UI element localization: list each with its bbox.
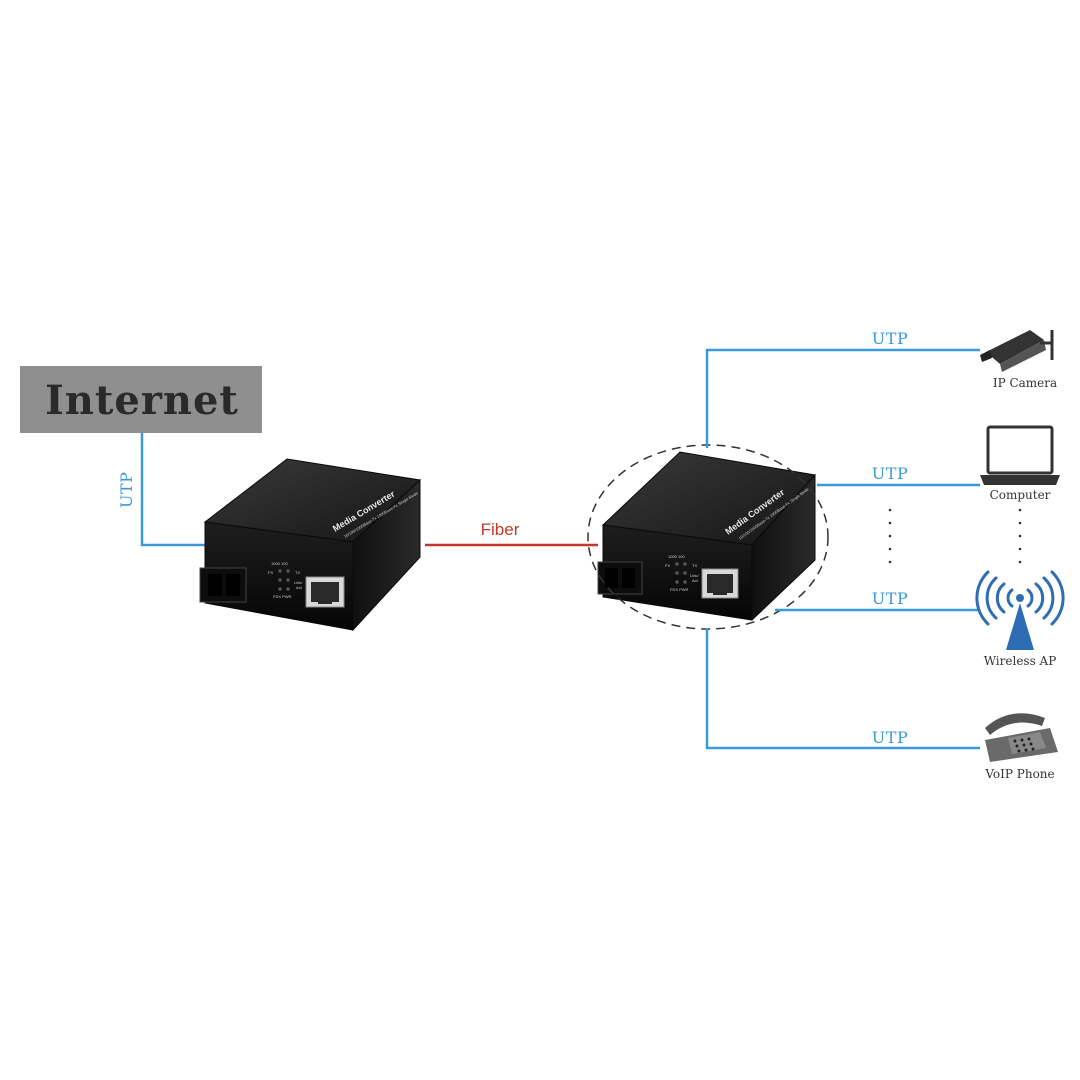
utp-label-camera: UTP bbox=[872, 329, 908, 348]
internet-box bbox=[20, 366, 262, 433]
led-header: 1000 100 bbox=[271, 561, 288, 566]
utp-label-ap: UTP bbox=[872, 589, 908, 608]
led-light bbox=[675, 562, 679, 566]
media-converter-right: Media Converter 10/100/1000Base-Tx 1000B… bbox=[597, 451, 816, 622]
computer-label: Computer bbox=[990, 488, 1051, 502]
wireless-ap-label: Wireless AP bbox=[984, 654, 1057, 668]
sc-fiber-port[interactable] bbox=[597, 561, 643, 595]
sc-port-hole-1 bbox=[208, 574, 222, 596]
rj45-socket bbox=[311, 582, 339, 602]
ap-antenna-icon bbox=[1006, 603, 1034, 650]
rj45-latch bbox=[318, 599, 332, 604]
voip-phone-icon bbox=[985, 713, 1058, 762]
led-light bbox=[278, 578, 282, 582]
led-light bbox=[683, 571, 687, 575]
voip-phone-label: VoIP Phone bbox=[984, 767, 1054, 781]
laptop-icon bbox=[980, 425, 1060, 485]
led-link: Link/ bbox=[294, 580, 303, 585]
led-link: Link/ bbox=[690, 573, 699, 578]
sc-port-hole-2 bbox=[226, 574, 240, 596]
led-light bbox=[278, 569, 282, 573]
rj45-socket bbox=[707, 574, 733, 593]
led-pwr: FDX PWR bbox=[273, 594, 292, 599]
led-light bbox=[675, 580, 679, 584]
led-light bbox=[286, 587, 290, 591]
led-fx: FX bbox=[665, 563, 670, 568]
led-light bbox=[286, 578, 290, 582]
led-pwr: FDX PWR bbox=[670, 587, 689, 592]
more-links-dots bbox=[888, 508, 1022, 564]
led-tx: TX bbox=[692, 563, 697, 568]
ap-center-dot bbox=[1016, 594, 1024, 602]
utp-line-phone bbox=[705, 628, 980, 750]
utp-line-camera bbox=[705, 348, 980, 448]
led-light bbox=[683, 562, 687, 566]
led-act: Act bbox=[692, 578, 699, 583]
led-tx: TX bbox=[295, 570, 300, 575]
media-converter-left: Media Converter 10/100/1000Base-Tx 1000B… bbox=[199, 458, 422, 632]
utp-label-phone: UTP bbox=[872, 728, 908, 747]
led-light bbox=[675, 571, 679, 575]
ip-camera-icon bbox=[980, 330, 1054, 372]
sc-port-hole-2 bbox=[622, 568, 635, 588]
internet-utp-label: UTP bbox=[117, 472, 136, 508]
rj45-latch bbox=[713, 590, 727, 595]
internet-label: Internet bbox=[45, 377, 239, 424]
internet-utp-line bbox=[140, 433, 205, 547]
wireless-ap-icon bbox=[975, 570, 1065, 626]
led-act: Act bbox=[296, 585, 303, 590]
fiber-label: Fiber bbox=[481, 520, 520, 539]
led-light bbox=[286, 569, 290, 573]
led-header: 1000 100 bbox=[668, 554, 685, 559]
led-fx: FX bbox=[268, 570, 273, 575]
led-light bbox=[683, 580, 687, 584]
sc-port-hole-1 bbox=[605, 568, 618, 588]
internet-node: Internet bbox=[20, 366, 262, 433]
led-light bbox=[278, 587, 282, 591]
ip-camera-label: IP Camera bbox=[993, 376, 1057, 390]
utp-label-computer: UTP bbox=[872, 464, 908, 483]
